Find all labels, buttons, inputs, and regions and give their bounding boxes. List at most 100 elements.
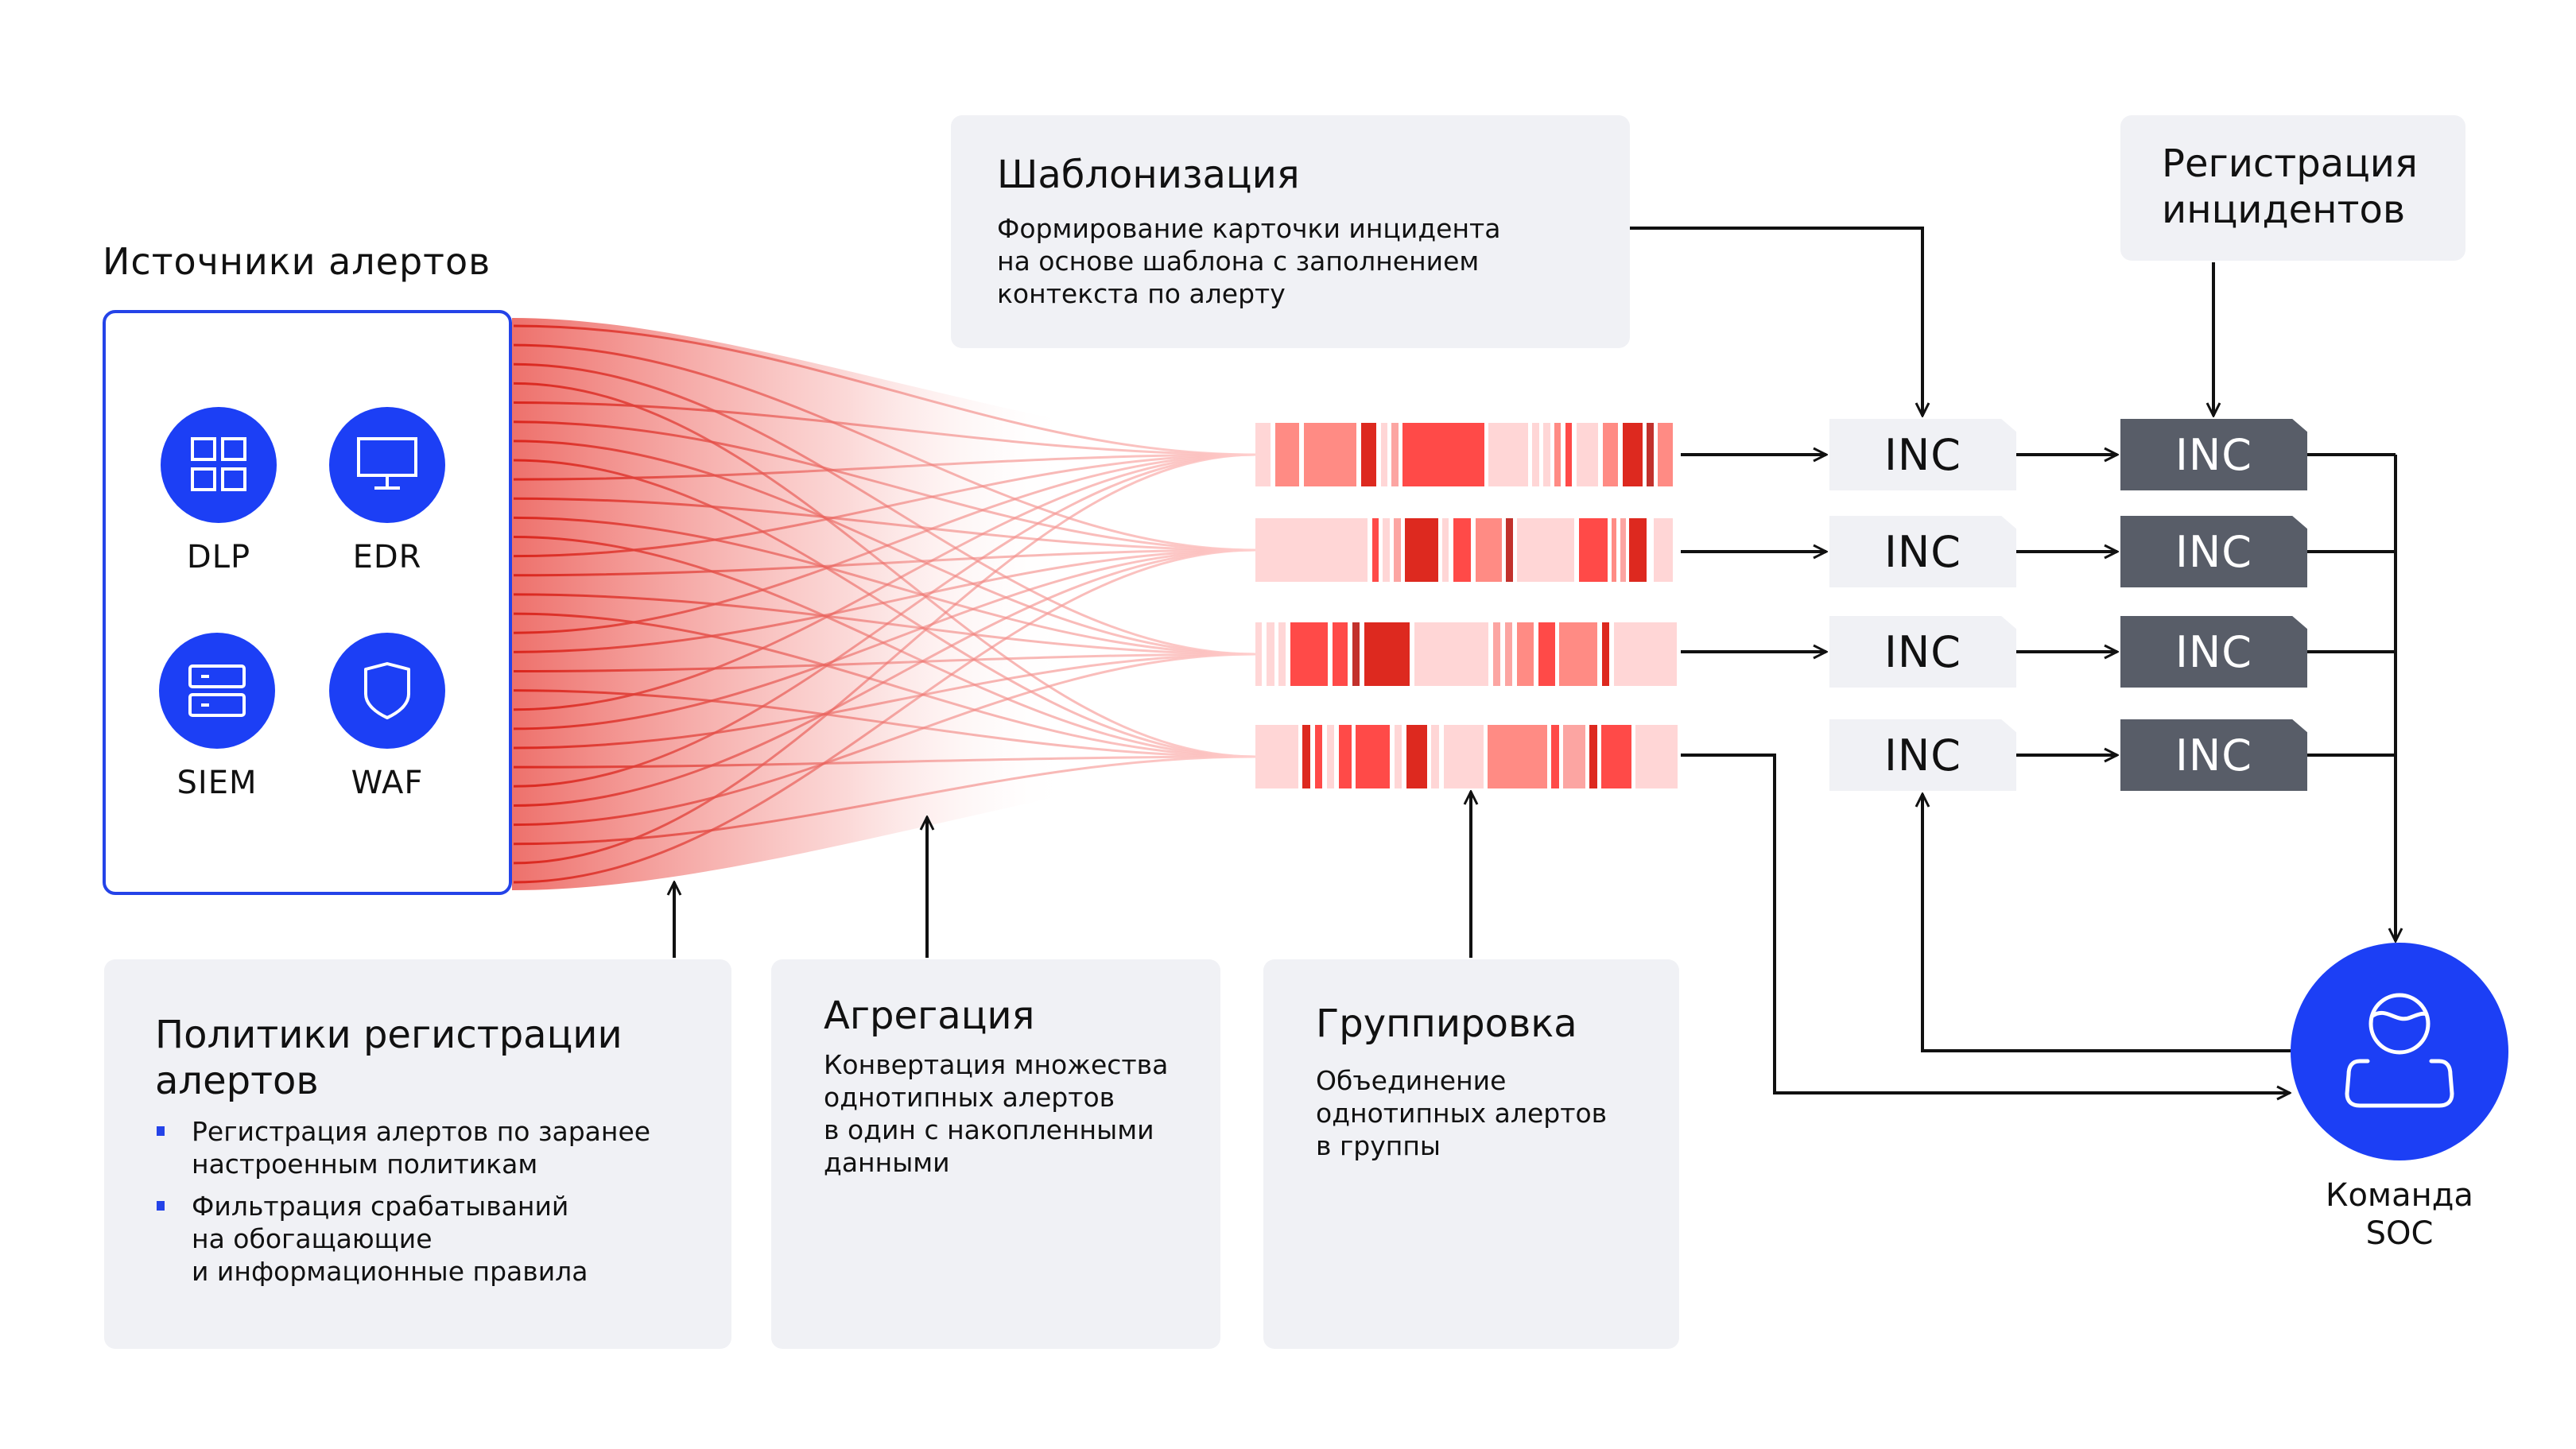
source-siem[interactable]: SIEM (138, 633, 297, 801)
aggregation-text-line: данными (824, 1147, 950, 1178)
alert-flow-line (513, 453, 1256, 711)
bullet-line: Фильтрация срабатываний (192, 1191, 569, 1222)
alert-segment (1332, 622, 1348, 686)
alert-segment (1488, 725, 1547, 788)
alert-segment (1538, 622, 1555, 686)
alert-flow-line (513, 548, 1256, 884)
grid-icon (161, 407, 277, 523)
alert-segment (1394, 725, 1402, 788)
alert-strip (1255, 725, 1678, 788)
templating-text-line: Формирование карточки инцидента (997, 213, 1501, 244)
grouping-text-line: в группы (1316, 1130, 1441, 1161)
incident-registered-box[interactable]: INC (2120, 719, 2307, 791)
policies-bullet: Фильтрация срабатываний на обогащающие и… (155, 1190, 712, 1288)
grouping-text-line: однотипных алертов (1316, 1098, 1608, 1129)
alert-segment (1267, 622, 1274, 686)
source-label: DLP (186, 539, 251, 575)
alert-segment (1255, 622, 1263, 686)
alert-flow-line (513, 401, 1256, 456)
alert-segment (1339, 725, 1352, 788)
alert-segment (1563, 725, 1585, 788)
alert-segment (1278, 622, 1286, 686)
alert-segment (1647, 423, 1654, 486)
source-dlp[interactable]: DLP (139, 407, 298, 575)
alert-segment (1629, 518, 1647, 582)
alert-flow-line (513, 516, 1256, 656)
alert-flow-line (513, 453, 1256, 481)
alert-segment (1505, 622, 1513, 686)
source-edr[interactable]: EDR (308, 407, 467, 575)
alert-segment (1565, 423, 1573, 486)
alert-segment (1406, 725, 1428, 788)
aggregation-card: Агрегация Конвертация множества однотипн… (771, 959, 1220, 1349)
templating-title: Шаблонизация (997, 153, 1300, 197)
alert-flow-line (513, 324, 1256, 456)
source-waf[interactable]: WAF (308, 633, 467, 801)
policies-title-line: Политики регистрации (155, 1013, 623, 1057)
alert-strip (1255, 423, 1678, 486)
soc-team-label: Команда SOC (2280, 1176, 2519, 1253)
alert-segment (1475, 518, 1502, 582)
alert-flow-line (513, 453, 1256, 634)
alert-strip (1255, 518, 1678, 582)
soc-label-line: Команда (2326, 1177, 2473, 1214)
alert-segment (1255, 518, 1368, 582)
alert-segment (1442, 518, 1449, 582)
alert-flow-line (513, 593, 1256, 656)
alert-flow-line (513, 653, 1256, 750)
incident-registered-box[interactable]: INC (2120, 419, 2307, 490)
alert-segment (1576, 423, 1599, 486)
alert-segment (1602, 622, 1610, 686)
alert-segment (1383, 518, 1390, 582)
alert-segment (1554, 423, 1562, 486)
alert-flow-line (513, 653, 1256, 827)
incident-registered-box[interactable]: INC (2120, 516, 2307, 587)
alert-flow-line (513, 343, 1256, 552)
alert-segment (1380, 423, 1387, 486)
alert-flow-line (513, 548, 1256, 577)
alert-segment (1653, 518, 1674, 582)
alert-segment (1506, 518, 1513, 582)
alert-segment (1326, 725, 1334, 788)
alert-segment (1431, 725, 1439, 788)
alert-flow-line (513, 440, 1256, 656)
alert-segment (1602, 423, 1619, 486)
aggregation-title: Агрегация (824, 994, 1035, 1038)
alert-segment (1516, 622, 1534, 686)
policies-bullet: Регистрация алертов по заранее настроенн… (155, 1115, 712, 1180)
incident-draft-box[interactable]: INC (1829, 616, 2016, 688)
user-icon (2345, 993, 2454, 1108)
alert-segment (1414, 622, 1489, 686)
templating-arrow (1630, 227, 1922, 416)
alert-segment (1314, 725, 1323, 788)
alert-flow-line (513, 420, 1256, 552)
alert-segment (1517, 518, 1575, 582)
aggregation-text-line: в один с накопленными (824, 1114, 1154, 1145)
incident-draft-box[interactable]: INC (1829, 516, 2016, 587)
alert-segment (1620, 518, 1626, 582)
policies-card: Политики регистрации алертов Регистрация… (104, 959, 731, 1349)
alert-segment (1622, 423, 1643, 486)
alert-segment (1290, 622, 1328, 686)
alert-segment (1302, 725, 1311, 788)
alert-segment (1352, 622, 1360, 686)
soc-team-node[interactable] (2291, 943, 2508, 1160)
alert-strip (1255, 622, 1678, 686)
sources-title: Источники алертов (103, 240, 491, 283)
incident-registered-box[interactable]: INC (2120, 616, 2307, 688)
incident-draft-box[interactable]: INC (1829, 719, 2016, 791)
flow-arrows (674, 227, 2396, 1093)
alert-flow-line (513, 653, 1256, 672)
alert-segment (1612, 518, 1616, 582)
incident-draft-box[interactable]: INC (1829, 419, 2016, 490)
alert-segment (1493, 622, 1501, 686)
alert-segment (1443, 725, 1484, 788)
alert-segment (1559, 622, 1598, 686)
grouping-card: Группировка Объединение однотипных алерт… (1263, 959, 1679, 1349)
alert-flow-line (513, 453, 1256, 865)
source-label: EDR (352, 539, 422, 575)
alert-segment (1255, 423, 1271, 486)
alert-flow-line (513, 497, 1256, 552)
shield-icon (329, 633, 445, 749)
aggregation-text-line: Конвертация множества (824, 1049, 1169, 1080)
